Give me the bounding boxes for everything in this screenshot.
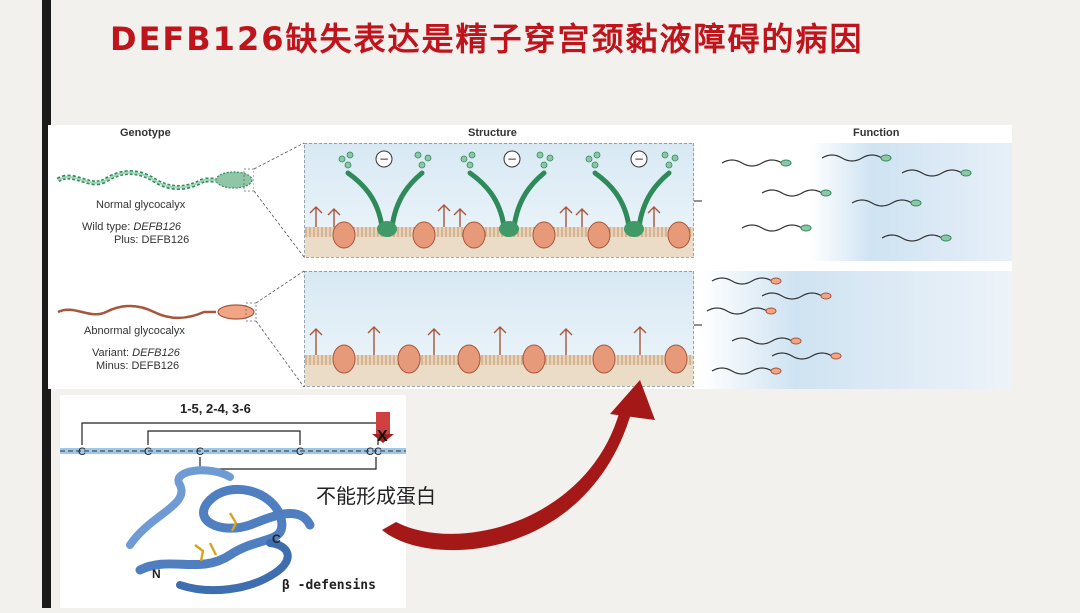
cysteine-2-label: C (144, 446, 152, 458)
cysteine-4-label: C (296, 446, 304, 458)
abnormal-function-panel (702, 271, 1012, 389)
normal-function-panel (702, 143, 1012, 261)
cannot-form-protein-callout: 不能形成蛋白 (316, 480, 436, 509)
cysteine-1-label: C (78, 446, 86, 458)
curved-red-arrow (370, 370, 680, 570)
n-terminus-label: N (152, 567, 161, 581)
negative-charge-icon: − (507, 152, 517, 166)
normal-structure-panel: − − − (304, 143, 694, 258)
cysteine-3-label: C (196, 446, 204, 458)
slide-title: DEFB126缺失表达是精子穿宫颈黏液障碍的病因 (110, 14, 863, 60)
glycocalyx-figure: Genotype Structure Function Normal glyco… (48, 125, 1012, 389)
negative-charge-icon: − (379, 152, 389, 166)
beta-defensins-label: β -defensins (282, 578, 376, 593)
negative-charge-icon: − (634, 152, 644, 166)
c-terminus-label: C (272, 532, 281, 546)
disulfide-pairs-label: 1-5, 2-4, 3-6 (180, 401, 251, 416)
